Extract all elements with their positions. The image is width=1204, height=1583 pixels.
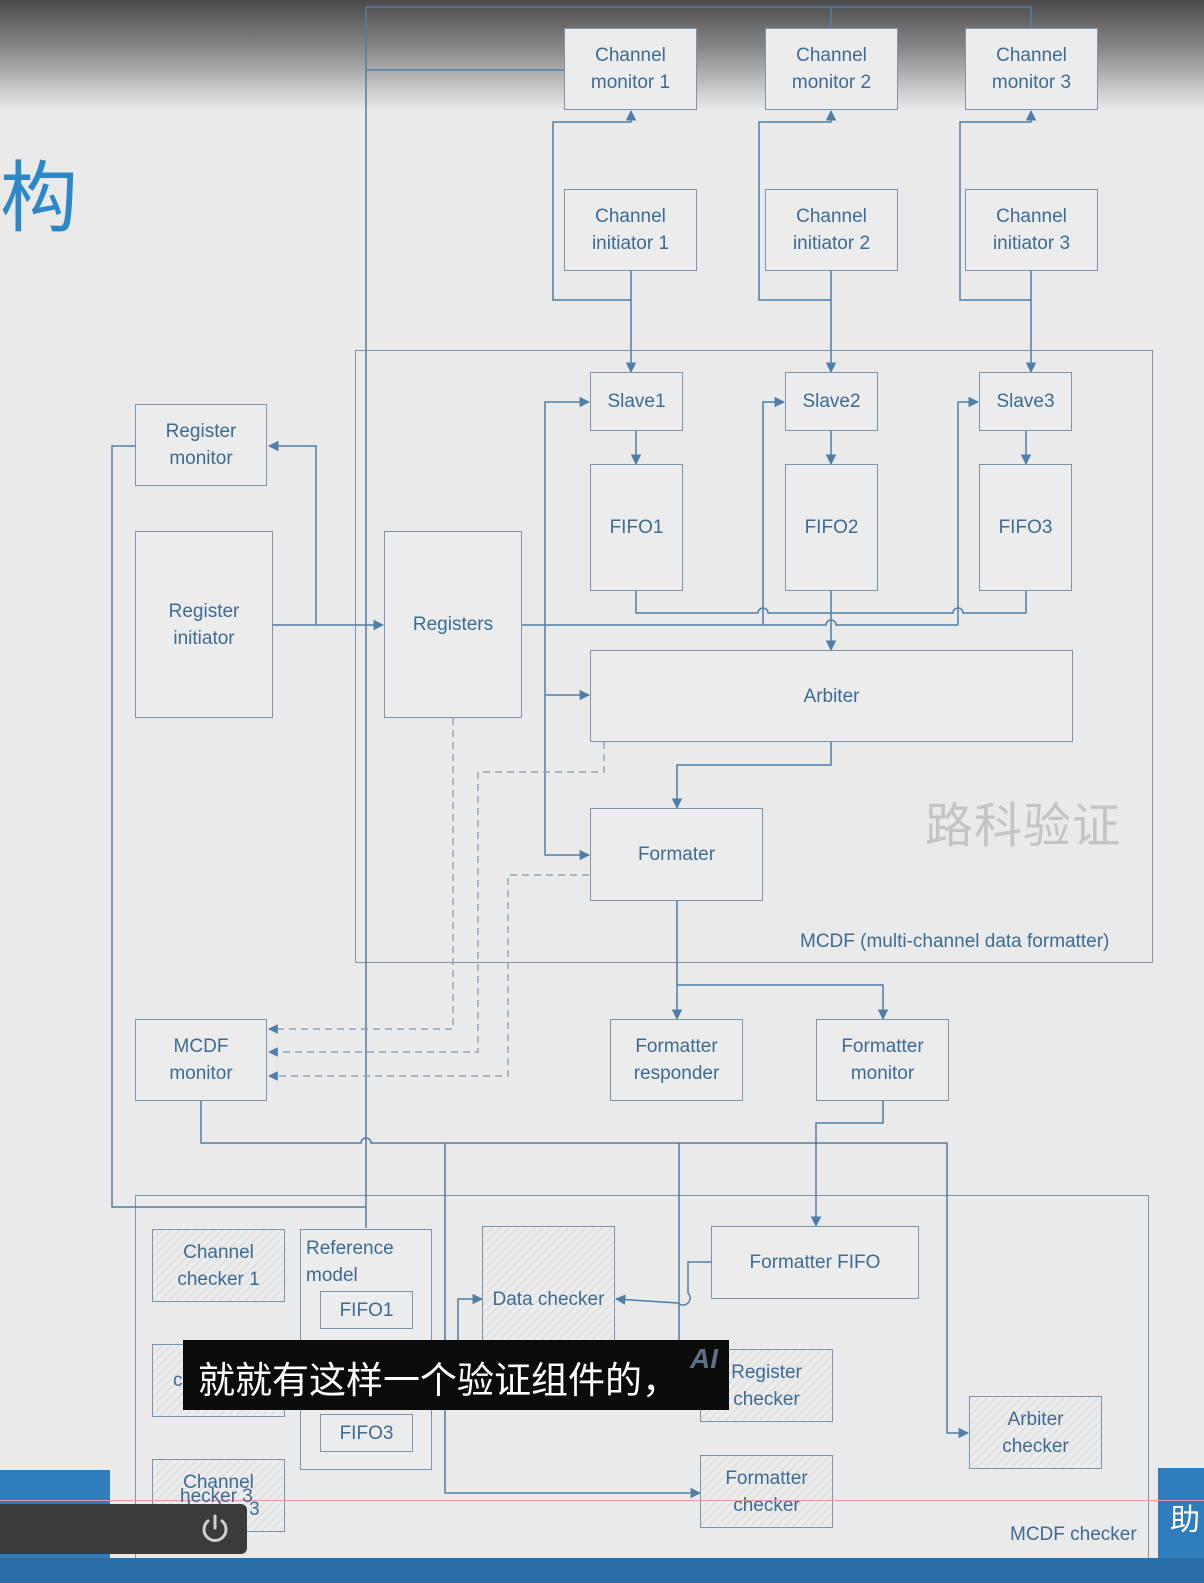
- channel-initiator-2: Channel initiator 2: [765, 189, 898, 271]
- slave-2: Slave2: [785, 372, 878, 431]
- mcdf-monitor: MCDF monitor: [135, 1019, 267, 1101]
- ai-badge-icon: AI: [690, 1343, 718, 1374]
- channel-monitor-3: Channel monitor 3: [965, 28, 1098, 110]
- channel-initiator-3: Channel initiator 3: [965, 189, 1098, 271]
- player-control-bar: [0, 1504, 247, 1554]
- register-initiator: Register initiator: [135, 531, 273, 718]
- channel-monitor-2: Channel monitor 2: [765, 28, 898, 110]
- channel-initiator-1: Channel initiator 1: [564, 189, 697, 271]
- formatter-checker: Formatter checker: [700, 1455, 833, 1528]
- arbiter-checker: Arbiter checker: [969, 1396, 1102, 1469]
- fifo-2: FIFO2: [785, 464, 878, 591]
- fifo-1: FIFO1: [590, 464, 683, 591]
- formatter-monitor: Formatter monitor: [816, 1019, 949, 1101]
- channel-monitor-1: Channel monitor 1: [564, 28, 697, 110]
- reference-model-label: Reference model: [306, 1238, 394, 1286]
- channel-checker-1: Channel checker 1: [152, 1229, 285, 1302]
- mcdf-region: [355, 350, 1153, 963]
- formater: Formater: [590, 808, 763, 901]
- fifo-3: FIFO3: [979, 464, 1072, 591]
- watermark: 路科验证: [925, 798, 1122, 854]
- slide-bottom-strip: [0, 1558, 1204, 1583]
- slide-title-fragment: 构: [0, 154, 79, 244]
- slave-3: Slave3: [979, 372, 1072, 431]
- ref-fifo-3: FIFO3: [320, 1414, 413, 1452]
- video-subtitle: 就就有这样一个验证组件的，: [183, 1340, 729, 1410]
- formatter-responder: Formatter responder: [610, 1019, 743, 1101]
- timeline-marker-line: [0, 1500, 1204, 1501]
- power-icon[interactable]: [198, 1512, 232, 1546]
- slide-edge-text: 助: [1170, 1503, 1200, 1538]
- slave-1: Slave1: [590, 372, 683, 431]
- registers: Registers: [384, 531, 522, 718]
- register-monitor: Register monitor: [135, 404, 267, 486]
- formatter-fifo: Formatter FIFO: [711, 1226, 919, 1299]
- ref-fifo-1: FIFO1: [320, 1291, 413, 1329]
- arbiter: Arbiter: [590, 650, 1073, 742]
- mcdf-region-label: MCDF (multi-channel data formatter): [800, 931, 1110, 952]
- channel-checker-2-fragment: c: [173, 1370, 183, 1391]
- channel-checker-3-fragment: hecker 3: [180, 1486, 253, 1507]
- mcdf-checker-label: MCDF checker: [1010, 1524, 1137, 1545]
